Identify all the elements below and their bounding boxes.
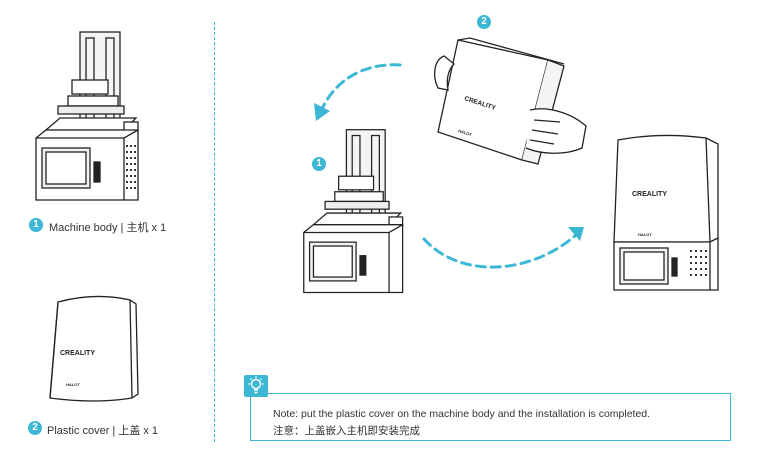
arrow-head-left [314, 103, 330, 121]
note-text-zh: 注意：上盖嵌入主机即安装完成 [273, 425, 420, 437]
step-machine-body-illustration [303, 129, 404, 294]
cover-brand-label: CREALITY [60, 350, 95, 357]
step-1-badge: 1 [312, 157, 326, 171]
cover-in-hands-illustration: CREALITY HALOT [433, 37, 587, 165]
plastic-cover-illustration: CREALITY HALOT [49, 295, 139, 402]
lightbulb-icon [244, 375, 268, 397]
arrow-head-right [568, 227, 584, 241]
part-1-badge: 1 [29, 218, 43, 232]
assembled-brand-label: CREALITY [632, 191, 667, 198]
assembled-machine-illustration: CREALITY HALOT [613, 134, 719, 291]
step-cover-model-label: HALOT [458, 128, 473, 137]
machine-body-illustration [35, 31, 139, 201]
note-text-en: Note: put the plastic cover on the machi… [273, 408, 651, 420]
note-box [250, 393, 731, 441]
section-divider [214, 22, 215, 442]
part-2-badge: 2 [28, 421, 42, 435]
flow-arrows [314, 63, 584, 269]
cover-model-label: HALOT [66, 382, 80, 387]
part-2-caption: Plastic cover | 上盖 x 1 [47, 425, 159, 437]
step-2-badge: 2 [477, 15, 491, 29]
assembled-model-label: HALOT [638, 232, 652, 237]
part-1-caption: Machine body | 主机 x 1 [49, 222, 167, 234]
